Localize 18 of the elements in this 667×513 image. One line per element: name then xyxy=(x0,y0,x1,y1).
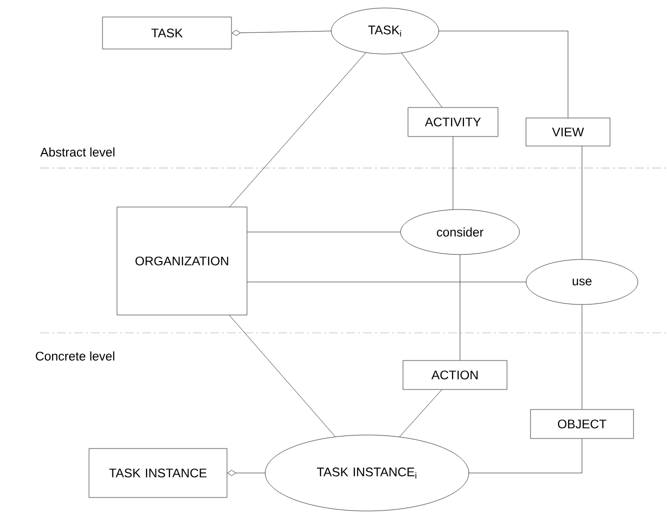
connector xyxy=(229,315,336,437)
entity-box: ORGANIZATION xyxy=(116,206,248,316)
connector xyxy=(399,390,442,437)
entity-box: VIEW xyxy=(526,118,610,146)
connector xyxy=(401,52,442,108)
connector xyxy=(452,136,454,210)
connector xyxy=(468,438,582,474)
connector xyxy=(229,52,366,207)
connector xyxy=(227,470,266,476)
entity-box: OBJECT xyxy=(530,409,634,439)
level-label: Concrete level xyxy=(36,351,114,361)
connector xyxy=(438,30,568,118)
level-label: Abstract level xyxy=(40,147,114,157)
entity-box: TASK INSTANCE xyxy=(88,448,228,498)
entity-box: ACTIVITY xyxy=(408,107,498,137)
entity-box: ACTION xyxy=(402,360,508,390)
entity-box: TASK xyxy=(102,16,232,50)
connector xyxy=(232,30,332,36)
